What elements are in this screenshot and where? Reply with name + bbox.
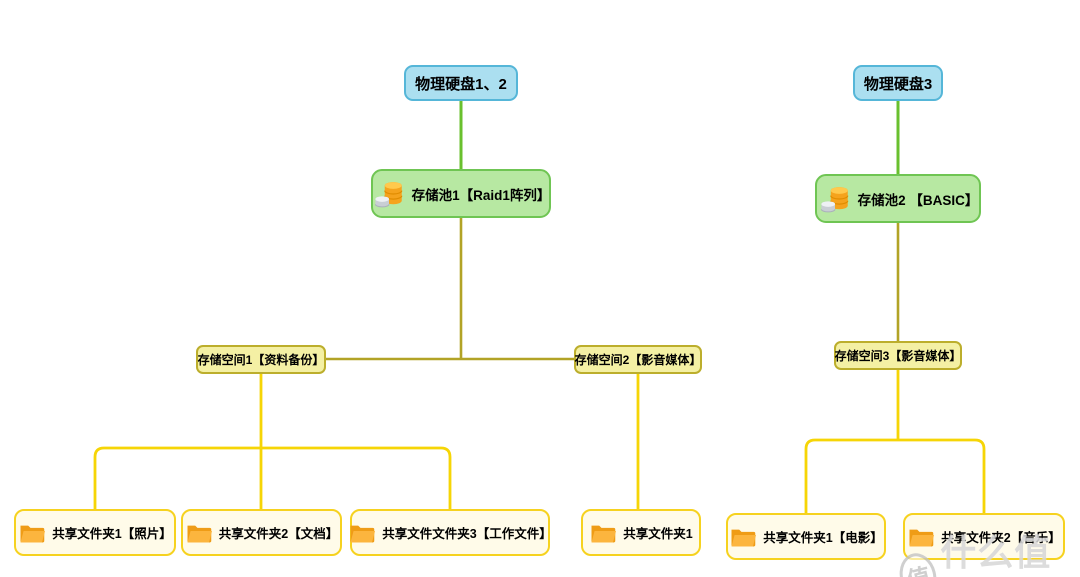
node-label: 存储空间3【影音媒体】 — [834, 349, 962, 363]
node-label: 共享文件夹1【电影】 — [763, 531, 883, 545]
node-shared-folder-photos: 共享文件夹1【照片】 — [14, 509, 176, 556]
node-shared-folder-1: 共享文件夹1 — [581, 509, 701, 556]
disk-stack-icon — [372, 178, 406, 210]
node-label: 物理硬盘3 — [863, 75, 933, 93]
node-shared-folder-movies: 共享文件夹1【电影】 — [726, 513, 886, 560]
node-storage-space-3: 存储空间3【影音媒体】 — [834, 341, 962, 370]
folder-icon — [907, 525, 935, 548]
node-label: 存储池1【Raid1阵列】 — [411, 187, 551, 203]
folder-icon — [729, 525, 757, 548]
node-physical-disk-1-2: 物理硬盘1、2 — [404, 65, 518, 101]
node-label: 共享文件夹2【文档】 — [218, 527, 339, 541]
folder-icon — [348, 521, 376, 544]
node-label: 存储空间1【资料备份】 — [197, 353, 325, 367]
node-label: 共享文件夹2【音乐】 — [941, 531, 1061, 545]
node-storage-space-1: 存储空间1【资料备份】 — [196, 345, 326, 374]
node-label: 存储池2 【BASIC】 — [857, 192, 979, 208]
disk-stack-icon — [818, 183, 852, 215]
node-shared-folder-docs: 共享文件夹2【文档】 — [181, 509, 342, 556]
node-label: 共享文件夹1【照片】 — [52, 527, 172, 541]
folder-icon — [18, 521, 46, 544]
node-storage-pool-2: 存储池2 【BASIC】 — [815, 174, 981, 223]
node-storage-space-2: 存储空间2【影音媒体】 — [574, 345, 702, 374]
node-label: 共享文件文件夹3【工作文件】 — [382, 527, 552, 541]
node-label: 物理硬盘1、2 — [415, 75, 507, 93]
node-label: 共享文件夹1 — [623, 527, 693, 541]
connector-space1-folder-branch — [93, 446, 452, 511]
folder-icon — [185, 521, 213, 544]
node-label: 存储空间2【影音媒体】 — [574, 353, 702, 367]
node-physical-disk-3: 物理硬盘3 — [853, 65, 943, 101]
node-shared-folder-music: 共享文件夹2【音乐】 — [903, 513, 1065, 560]
folder-icon — [589, 521, 617, 544]
connector-space3-folder-branch — [804, 438, 986, 515]
node-storage-pool-1: 存储池1【Raid1阵列】 — [371, 169, 551, 218]
node-shared-folder-work: 共享文件文件夹3【工作文件】 — [348, 509, 552, 556]
